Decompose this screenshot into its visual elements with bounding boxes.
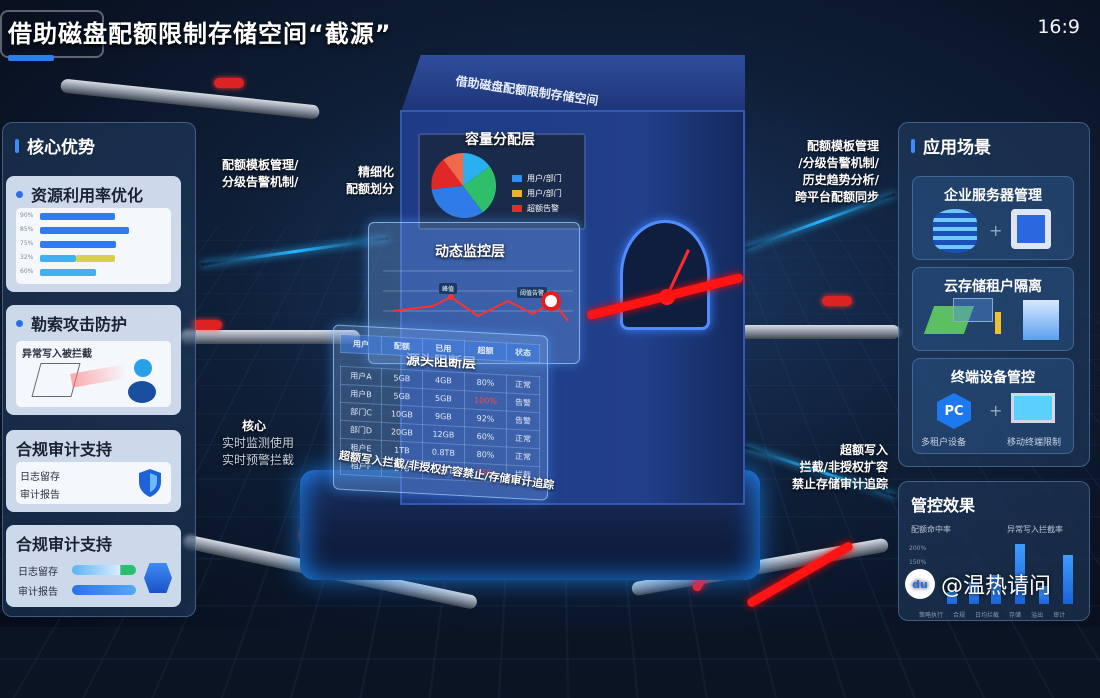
person-icon — [995, 312, 1001, 334]
card-title: 勒索攻击防护 — [31, 315, 128, 334]
building-icon — [1023, 300, 1059, 340]
annotation-right-bottom: 超额写入拦截/非授权扩容禁止存储审计追踪 — [792, 443, 889, 491]
plus-icon: + — [989, 221, 1003, 240]
server-node-icon — [128, 381, 156, 403]
card-ransomware-protection[interactable]: 勒索攻击防护 异常写入被拦截 — [6, 305, 181, 415]
panel-title: 应用场景 — [923, 138, 991, 158]
pipe-decor — [740, 325, 900, 339]
speed-gauge — [620, 220, 710, 330]
scenario-title: 企业服务器管理 — [944, 188, 1042, 204]
dashboard-icon — [953, 298, 993, 322]
bullet-dot — [16, 190, 23, 198]
audit-box-icon — [144, 563, 172, 593]
audit-info: 日志留存 审计报告 — [16, 462, 171, 504]
database-icon — [933, 209, 977, 253]
peak-tag: 峰值 — [439, 283, 458, 294]
bar — [969, 582, 979, 604]
alarm-icon — [541, 291, 561, 311]
pc-icon: PC — [937, 393, 971, 429]
table-header: 超额 — [464, 340, 507, 361]
legend-label: 用户/部门 — [527, 189, 562, 198]
caption: 移动终端限制 — [1007, 438, 1062, 448]
monitor-icon — [1011, 393, 1055, 423]
panel-title: 核心优势 — [27, 138, 95, 158]
card-compliance-audit-1[interactable]: 合规审计支持 日志留存 审计报告 — [6, 430, 181, 512]
server-icon — [1011, 209, 1051, 249]
capacity-layer-title: 容量分配层 — [465, 132, 535, 148]
baidu-paw-logo: du — [905, 569, 935, 599]
panel-header: 核心优势 — [3, 123, 195, 168]
watermark: du @温热请问 — [905, 568, 1051, 600]
accent-bar — [911, 138, 915, 153]
capacity-layer-screen: 容量分配层 用户/部门 用户/部门 超额告警 — [418, 132, 586, 230]
annotation-core: 核心 实时监测使用 实时预警拦截 — [222, 419, 295, 467]
panel-title: 管控效果 — [911, 496, 976, 515]
pipe-decor — [180, 330, 360, 344]
caption: 异常写入被拦截 — [22, 349, 92, 360]
bar — [947, 592, 957, 604]
bar — [40, 255, 76, 262]
pie-legend: 用户/部门 用户/部门 超额告警 — [512, 171, 562, 216]
log-retention-bar — [72, 565, 136, 575]
legend-label: 超额告警 — [527, 204, 559, 213]
card-resource-utilization[interactable]: 资源利用率优化 90% 85% 75% 32% 60% — [6, 176, 181, 292]
scenario-terminal-device[interactable]: 终端设备管控 PC + 多租户设备 移动终端限制 — [912, 358, 1074, 454]
legend-label: 用户/部门 — [527, 174, 562, 183]
annotation-right-top: 配额模板管理/分级告警机制/历史趋势分析/跨平台配额同步 — [795, 139, 880, 204]
valve-icon — [214, 78, 244, 88]
table-header: 配额 — [381, 336, 423, 357]
server-top — [400, 55, 745, 115]
annotation-left-top: 配额模板管理/分级告警机制/ — [222, 158, 299, 189]
bar — [1039, 586, 1049, 604]
annotation-refine: 精细化配额划分 — [346, 165, 395, 196]
scenario-cloud-tenant[interactable]: 云存储租户隔离 — [912, 267, 1074, 351]
card-title: 合规审计支持 — [16, 535, 113, 554]
control-effect-panel: 管控效果 配额命中率 异常写入拦截率 200%150%100% 策略执行合规日均… — [898, 481, 1090, 621]
bar — [1063, 555, 1073, 604]
watermark-text: @温热请问 — [941, 574, 1052, 599]
bar — [40, 213, 115, 220]
bar — [40, 269, 96, 276]
scenario-title: 云存储租户隔离 — [944, 279, 1042, 295]
bar — [991, 575, 1001, 604]
caption: 多租户设备 — [921, 438, 967, 448]
ransomware-illustration: 异常写入被拦截 — [16, 341, 171, 407]
legend-swatch — [512, 205, 522, 212]
utilization-bar-chart: 90% 85% 75% 32% 60% — [16, 208, 171, 284]
threshold-tag: 阈值告警 — [517, 287, 548, 298]
scenario-title: 终端设备管控 — [951, 370, 1035, 386]
valve-icon — [192, 320, 222, 330]
table-header: 状态 — [506, 342, 540, 363]
valve-icon — [822, 296, 852, 306]
monitor-layer-title: 动态监控层 — [435, 244, 505, 260]
bar — [1015, 544, 1025, 604]
title-underline — [8, 55, 54, 61]
bar — [76, 255, 115, 262]
bar — [40, 227, 129, 234]
legend-swatch — [512, 190, 522, 197]
pie-chart — [431, 153, 496, 219]
plus-icon: + — [989, 401, 1003, 420]
page-title: 借助磁盘配额限制存储空间“截源” — [8, 20, 392, 48]
chart-label: 配额命中率 — [911, 525, 951, 534]
card-compliance-audit-2[interactable]: 合规审计支持 日志留存 审计报告 — [6, 525, 181, 607]
bar — [40, 241, 116, 248]
shield-node-icon — [134, 359, 152, 377]
table-header: 用户 — [340, 334, 382, 355]
audit-report-bar — [72, 585, 136, 595]
legend-swatch — [512, 175, 522, 182]
card-title: 资源利用率优化 — [31, 186, 144, 205]
aspect-ratio-label: 16:9 — [1037, 16, 1080, 38]
table-header: 已用 — [422, 338, 465, 359]
shield-icon — [139, 469, 161, 497]
scenario-enterprise-server[interactable]: 企业服务器管理 + — [912, 176, 1074, 260]
bullet-dot — [16, 319, 23, 327]
accent-bar — [15, 138, 19, 153]
card-title: 合规审计支持 — [16, 440, 113, 459]
panel-header: 应用场景 — [899, 123, 1089, 168]
effect-bar-chart — [939, 542, 1079, 604]
x-axis-labels: 策略执行合规日均拦截存储溢出审计 — [919, 612, 1066, 619]
chart-label: 异常写入拦截率 — [1007, 525, 1063, 534]
